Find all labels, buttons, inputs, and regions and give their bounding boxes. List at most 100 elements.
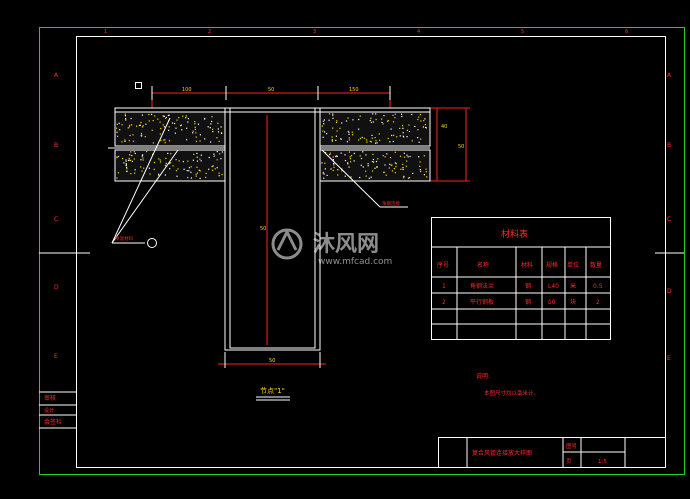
grid-label-right: C	[667, 216, 671, 223]
watermark-url: www.mfcad.com	[318, 257, 392, 267]
hatch-dot	[167, 114, 169, 117]
material-table: 材料表 序号 名称 材料 规格 单位 数量 1 角钢法兰 钢 L40 米 0.5…	[431, 217, 611, 340]
hatch-dot	[211, 120, 213, 123]
hatch-dot	[200, 154, 202, 156]
hatch-dot	[328, 119, 330, 121]
table-header: 规格	[546, 261, 558, 269]
hatch-dot	[124, 115, 126, 117]
notes-heading: 说明:	[476, 372, 490, 380]
hatch-dot	[384, 164, 386, 166]
hatch-dot	[352, 134, 354, 136]
hatch-dot	[411, 113, 413, 116]
left-callout: 保温材料	[111, 117, 179, 248]
hatch-dot	[221, 151, 223, 153]
hatch-dot	[423, 174, 425, 176]
hatch-dot	[425, 126, 427, 129]
hatch-dot	[378, 133, 380, 135]
hatch-dot	[425, 127, 427, 129]
hatch-dot	[121, 141, 123, 143]
hatch-dot	[426, 176, 428, 178]
hatch-dot	[180, 124, 182, 126]
hatch-dot	[406, 136, 408, 138]
hatch-dot	[134, 169, 136, 171]
hatch-dot	[220, 158, 222, 160]
hatch-dot	[163, 126, 165, 128]
hatch-dot	[322, 171, 324, 173]
hatch-dot	[406, 154, 408, 156]
hatch-dot	[134, 172, 136, 174]
hatch-dot	[193, 153, 195, 155]
hatch-dot	[425, 168, 427, 170]
hatch-dot	[148, 113, 150, 116]
hatch-dot	[159, 133, 161, 135]
hatch-dot	[164, 139, 166, 141]
hatch-dot	[168, 129, 170, 131]
hatch-dot	[128, 140, 130, 142]
hatch-dot	[403, 177, 405, 179]
hatch-dot	[138, 124, 140, 126]
hatch-dot	[140, 159, 142, 161]
table-header: 名称	[477, 261, 489, 269]
hatch-dot	[216, 151, 218, 153]
hatch-dot	[419, 169, 421, 171]
hatch-dot	[125, 119, 127, 121]
hatch-dot	[402, 163, 404, 165]
hatch-dot	[133, 158, 135, 160]
hatch-dot	[181, 129, 183, 131]
hatch-dot	[422, 126, 424, 128]
hatch-dot	[359, 115, 361, 117]
hatch-dot	[331, 139, 333, 141]
hatch-dot	[212, 165, 214, 167]
hatch-dot	[126, 170, 128, 172]
hatch-dot	[394, 113, 396, 115]
hatch-dot	[391, 134, 393, 137]
hatch-dot	[348, 166, 350, 168]
hatch-dot	[391, 170, 393, 172]
hatch-dot	[385, 174, 387, 176]
hatch-dot	[141, 114, 143, 116]
hatch-dot	[146, 151, 148, 153]
hatch-dot	[187, 176, 189, 179]
hatch-dot	[159, 121, 161, 123]
hatch-dot	[152, 120, 154, 122]
hatch-dot	[165, 116, 167, 118]
hatch-dot	[352, 119, 354, 121]
hatch-dot	[336, 120, 338, 122]
table-cell: 2	[442, 299, 446, 306]
hatch-dot	[187, 160, 189, 162]
hatch-dot	[399, 155, 402, 157]
dim-top-mid: 50	[268, 87, 274, 93]
hatch-dot	[369, 140, 371, 142]
hatch-dot	[217, 131, 220, 133]
hatch-dot	[336, 130, 338, 132]
hatch-dot	[159, 159, 161, 161]
hatch-dot	[418, 141, 420, 143]
hatch-dot	[117, 172, 119, 174]
hatch-dot	[374, 137, 376, 139]
table-cell: 米	[570, 282, 576, 290]
hatch-dot	[374, 167, 376, 169]
hatch-dot	[196, 160, 199, 162]
hatch-dot	[163, 139, 165, 141]
hatch-dot	[332, 156, 334, 158]
hatch-dot	[170, 162, 172, 164]
hatch-dot	[158, 173, 160, 175]
hatch-dot	[408, 177, 411, 179]
hatch-dot	[392, 140, 394, 143]
hatch-dot	[408, 130, 410, 133]
hatch-dot	[337, 174, 339, 176]
dim-vertical-inner: 50	[260, 226, 266, 232]
hatch-dot	[362, 151, 364, 153]
hatch-dot	[218, 175, 220, 177]
hatch-dot	[178, 117, 180, 119]
hatch-dot	[214, 168, 216, 170]
hatch-dot	[131, 160, 133, 162]
hatch-dot	[425, 171, 427, 173]
inner-frame	[76, 36, 666, 468]
hatch-dot	[221, 173, 223, 176]
hatch-dot	[192, 132, 194, 134]
hatch-dot	[163, 115, 165, 117]
hatch-dot	[360, 164, 362, 166]
hatch-dot	[217, 128, 219, 130]
hatch-dot	[424, 124, 426, 126]
